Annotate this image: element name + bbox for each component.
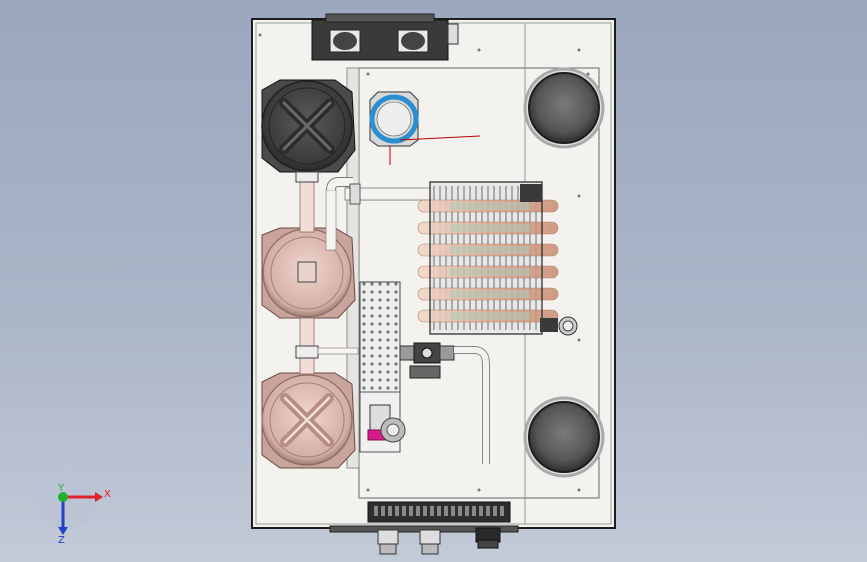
heat-exchanger[interactable] bbox=[417, 181, 578, 336]
terminal-pin bbox=[437, 506, 441, 516]
terminal-pin bbox=[493, 506, 497, 516]
terminal-pin bbox=[451, 506, 455, 516]
coil-tint bbox=[450, 312, 530, 320]
coil-pass bbox=[417, 287, 559, 301]
terminal-pin bbox=[381, 506, 385, 516]
connector-strip[interactable] bbox=[329, 501, 519, 533]
coil-pass bbox=[417, 199, 559, 213]
x-axis-label: X bbox=[104, 489, 111, 500]
terminal-pin bbox=[500, 506, 504, 516]
fan-icon[interactable] bbox=[311, 13, 459, 61]
coil-tint bbox=[450, 268, 530, 276]
coil-pass bbox=[417, 221, 559, 235]
coil-pass bbox=[417, 265, 559, 279]
cable-gland-icon[interactable] bbox=[419, 529, 441, 555]
terminal-pin bbox=[430, 506, 434, 516]
coil-tint bbox=[450, 224, 530, 232]
terminal-pin bbox=[388, 506, 392, 516]
tubing-left bbox=[295, 171, 359, 375]
terminal-pin bbox=[486, 506, 490, 516]
terminal-pin bbox=[374, 506, 378, 516]
coil-tint bbox=[450, 202, 530, 210]
pump-top[interactable] bbox=[261, 79, 356, 173]
x-axis-arrowhead bbox=[95, 492, 103, 502]
cable-gland-icon[interactable] bbox=[377, 529, 399, 555]
terminal-pin bbox=[458, 506, 462, 516]
z-axis-arrowhead bbox=[58, 527, 68, 535]
ring-sensor-icon[interactable] bbox=[369, 91, 481, 165]
axis-triad: X Y Z bbox=[36, 470, 111, 546]
terminal-pin bbox=[465, 506, 469, 516]
coil-tint bbox=[450, 290, 530, 298]
terminal-pin bbox=[423, 506, 427, 516]
terminal-pin bbox=[472, 506, 476, 516]
terminal-pin bbox=[416, 506, 420, 516]
coil-pass bbox=[417, 309, 559, 323]
cable-gland-icon[interactable] bbox=[475, 527, 501, 549]
terminal-pin bbox=[395, 506, 399, 516]
magenta-connector-icon[interactable] bbox=[367, 404, 406, 443]
valve-icon[interactable] bbox=[399, 342, 490, 464]
terminal-pin bbox=[444, 506, 448, 516]
terminal-pin bbox=[409, 506, 413, 516]
terminal-pin bbox=[402, 506, 406, 516]
y-axis-dot bbox=[58, 492, 68, 502]
y-axis-label: Y bbox=[57, 483, 65, 494]
z-axis-label: Z bbox=[58, 535, 65, 546]
coil-pass bbox=[417, 243, 559, 257]
speaker-top[interactable] bbox=[523, 67, 605, 149]
speaker-bottom[interactable] bbox=[523, 396, 605, 478]
pump-bottom[interactable] bbox=[261, 372, 356, 469]
coil-tint bbox=[450, 246, 530, 254]
terminal-pin bbox=[479, 506, 483, 516]
